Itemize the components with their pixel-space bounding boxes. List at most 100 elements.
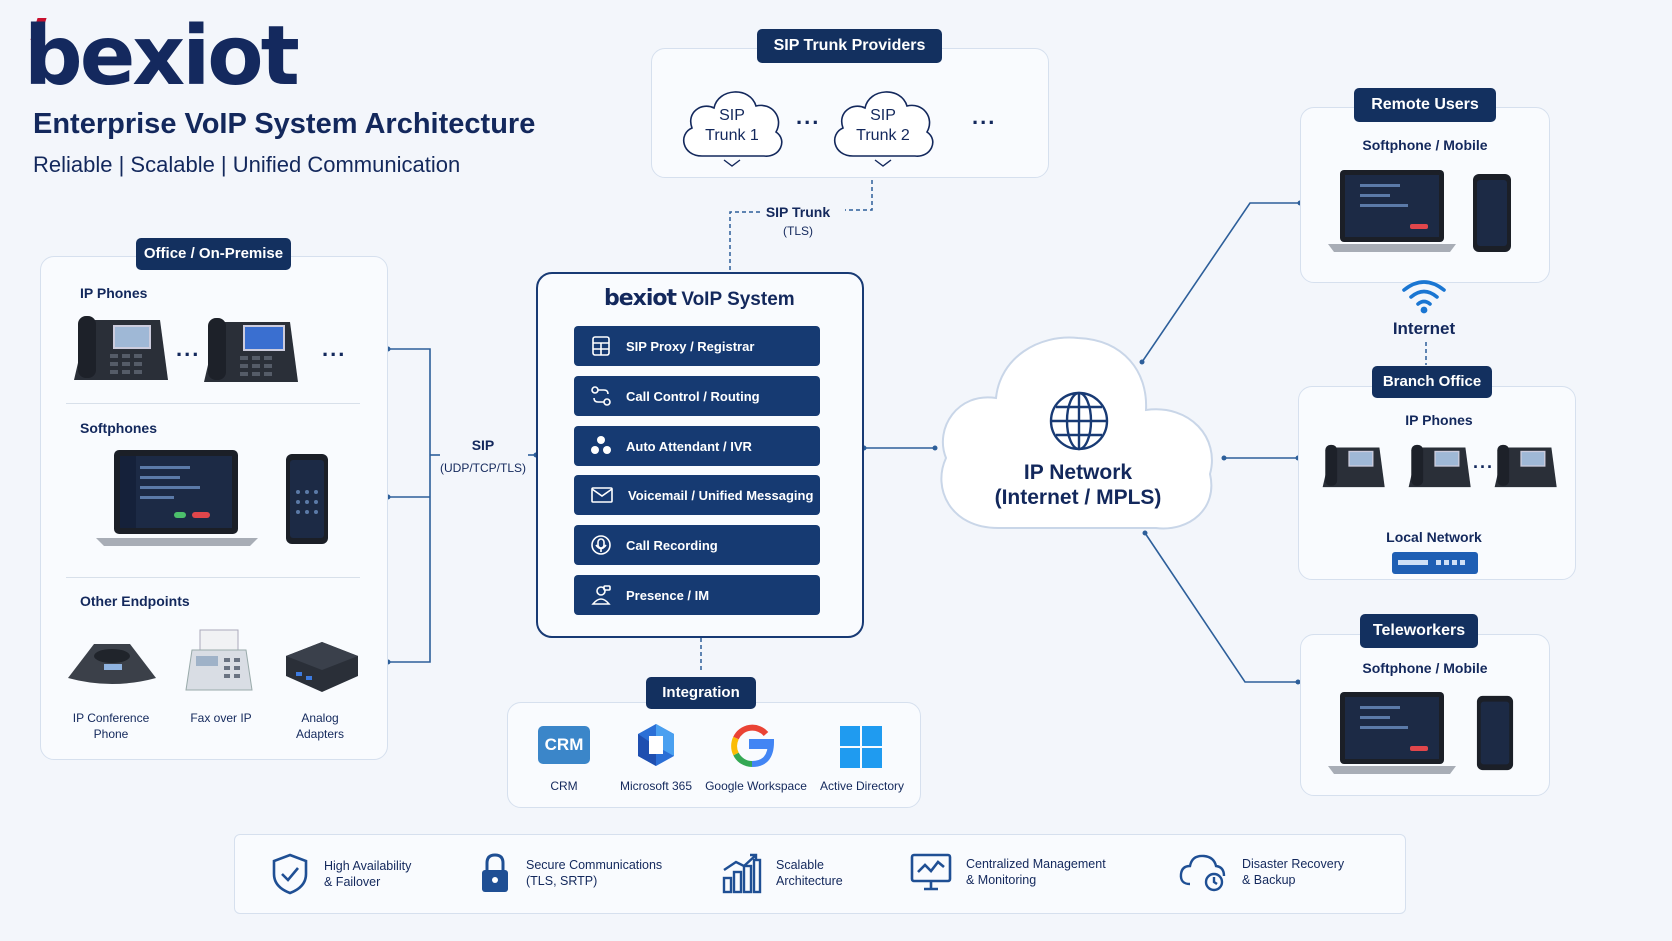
integration-title: Integration [646, 677, 756, 709]
office-other-endpoints-label: Other Endpoints [80, 593, 190, 609]
mobile-phone-icon [1473, 174, 1511, 252]
ip-phone-icon [74, 316, 168, 380]
trunk-ellipsis-1: ... [796, 104, 821, 129]
feature-ha-line1: High Availability [324, 859, 412, 873]
feature-dr-line1: Disaster Recovery [1242, 857, 1345, 871]
bexiot-logo: bexiot [24, 9, 300, 104]
feature-disaster-recovery: Disaster Recovery & Backup [1178, 852, 1344, 892]
trunk-ellipsis-2: ... [972, 104, 997, 129]
network-switch-icon [1392, 552, 1478, 574]
module-call-recording[interactable]: Call Recording [574, 525, 820, 565]
module-sip-proxy-label: SIP Proxy / Registrar [626, 338, 755, 354]
endpoint-label-analog: Analog Adapters [272, 710, 368, 742]
module-call-control-label: Call Control / Routing [626, 388, 760, 404]
module-voicemail-label: Voicemail / Unified Messaging [628, 487, 814, 503]
ivr-icon [591, 436, 611, 454]
sip-trunk-2-label: SIP Trunk 2 [843, 106, 923, 146]
office-phone-ellipsis-1: ... [176, 336, 201, 361]
sip-trunk-2-line1: SIP [870, 107, 896, 124]
office-ip-phones-label: IP Phones [80, 285, 148, 301]
analog-adapter-icon [286, 642, 358, 692]
feature-secure-communications: Secure Communications (TLS, SRTP) [478, 852, 662, 894]
module-sip-proxy[interactable]: SIP Proxy / Registrar [574, 326, 820, 366]
sip-trunk-1-cloud-icon [682, 91, 783, 167]
sip-link-label: SIP [471, 437, 495, 453]
voip-brand: bexiot [604, 286, 677, 311]
feature-dr-line2: & Backup [1242, 873, 1296, 887]
remote-users-title: Remote Users [1354, 88, 1496, 122]
branch-local-network-label: Local Network [1386, 529, 1482, 545]
conference-phone-icon [68, 644, 156, 684]
endpoint-analog-line2: Adapters [295, 727, 345, 741]
feature-mgmt-line1: Centralized Management [966, 857, 1106, 871]
microsoft-365-icon [638, 724, 674, 766]
cloud-backup-icon [1179, 854, 1226, 892]
laptop-icon [1328, 170, 1456, 252]
fax-machine-icon [185, 629, 253, 691]
mobile-phone-icon [1476, 695, 1514, 771]
wifi-icon [1402, 280, 1446, 314]
server-icon [592, 336, 610, 356]
ip-network-line2: (Internet / MPLS) [994, 486, 1162, 509]
branch-ip-phones-label: IP Phones [1405, 412, 1473, 428]
bar-chart-icon [722, 853, 762, 894]
module-presence[interactable]: Presence / IM [574, 575, 820, 615]
module-auto-attendant[interactable]: Auto Attendant / IVR [574, 426, 820, 466]
module-presence-label: Presence / IM [626, 587, 710, 603]
monitor-icon [910, 853, 952, 891]
module-voicemail[interactable]: Voicemail / Unified Messaging [574, 475, 820, 515]
module-call-control[interactable]: Call Control / Routing [574, 376, 820, 416]
ip-network-cloud [940, 336, 1213, 530]
windows-icon [840, 726, 882, 768]
laptop-icon [96, 450, 258, 546]
feature-secure-line2: (TLS, SRTP) [526, 874, 598, 888]
globe-icon [1049, 391, 1109, 451]
lock-icon [482, 853, 508, 892]
google-icon [731, 724, 774, 767]
envelope-icon [591, 487, 613, 503]
crm-icon: CRM [538, 726, 590, 764]
branch-office-title: Branch Office [1372, 366, 1492, 398]
office-title: Office / On-Premise [136, 238, 291, 270]
feature-scalable-line1: Scalable [776, 858, 824, 872]
integration-google-label: Google Workspace [705, 779, 807, 793]
office-phone-ellipsis-2: ... [322, 336, 347, 361]
voip-system-title: bexiot VoIP System [604, 286, 795, 311]
branch-phone-ellipsis: ... [1473, 452, 1495, 472]
feature-scalable-line2: Architecture [776, 874, 843, 888]
office-divider-1 [66, 403, 360, 404]
sip-trunk-1-line1: SIP [719, 107, 745, 124]
endpoint-analog-line1: Analog [301, 711, 339, 725]
ip-network-line1: IP Network [1023, 461, 1133, 484]
ip-phone-icon [1322, 444, 1385, 488]
feature-ha-line2: & Failover [324, 875, 381, 889]
mobile-phone-icon [286, 454, 328, 544]
ip-phone-icon [1408, 444, 1471, 488]
teleworkers-title: Teleworkers [1360, 614, 1478, 648]
endpoint-conference-line1: IP Conference [72, 711, 150, 725]
sip-link-sub: (UDP/TCP/TLS) [439, 461, 526, 475]
presence-icon [591, 585, 611, 605]
sip-trunk-providers-title: SIP Trunk Providers [757, 29, 942, 63]
remote-users-subtitle: Softphone / Mobile [1362, 137, 1488, 153]
sip-trunk-2-cloud-icon [833, 91, 934, 167]
endpoint-label-conference: IP Conference Phone [62, 710, 160, 742]
feature-centralized-management: Centralized Management & Monitoring [910, 852, 1106, 892]
internet-label: Internet [1392, 319, 1456, 338]
page-subtitle: Reliable | Scalable | Unified Communicat… [33, 152, 461, 177]
integration-crm-label: CRM [550, 779, 578, 793]
sip-trunk-link-label: SIP Trunk [765, 204, 831, 220]
endpoint-label-fax: Fax over IP [190, 711, 252, 725]
routing-icon [591, 386, 611, 406]
laptop-icon [1328, 692, 1456, 774]
module-call-recording-label: Call Recording [626, 537, 718, 553]
ip-network-label: IP Network (Internet / MPLS) [968, 460, 1188, 510]
shield-check-icon [272, 853, 308, 895]
feature-mgmt-line2: & Monitoring [966, 873, 1037, 887]
module-auto-attendant-label: Auto Attendant / IVR [626, 438, 752, 454]
feature-secure-line1: Secure Communications [526, 858, 663, 872]
sip-trunk-2-line2: Trunk 2 [856, 127, 910, 144]
feature-high-availability: High Availability & Failover [270, 852, 411, 896]
ip-phone-icon [204, 318, 298, 382]
